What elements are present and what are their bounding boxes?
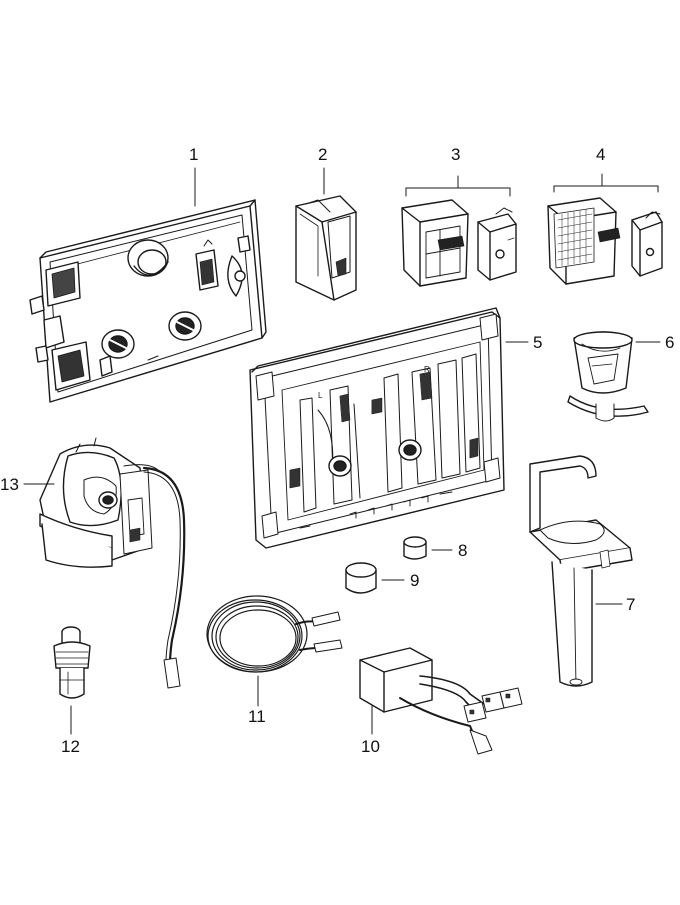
part-5-frame: L R <box>249 307 505 549</box>
label-part-13: 13 <box>0 475 19 494</box>
label-part-7: 7 <box>626 595 636 614</box>
frame-right-mark: R <box>424 365 430 374</box>
part-6-cup <box>567 331 649 422</box>
part-2-box <box>295 195 357 301</box>
label-part-2: 2 <box>318 145 328 164</box>
part-10-transformer <box>359 647 523 755</box>
part-7-holder <box>529 455 633 687</box>
label-part-10: 10 <box>361 737 380 756</box>
label-part-6: 6 <box>665 333 675 352</box>
label-part-11: 11 <box>248 707 266 726</box>
part-4-covers-mesh <box>547 173 663 285</box>
part-8-cap <box>403 536 427 560</box>
label-part-12: 12 <box>61 737 80 756</box>
label-part-1: 1 <box>189 145 199 164</box>
part-9-cap <box>345 562 377 594</box>
part-13-valve-unit <box>39 437 186 689</box>
part-3-covers <box>401 175 517 287</box>
label-part-4: 4 <box>596 145 606 164</box>
label-part-9: 9 <box>410 571 420 590</box>
label-part-5: 5 <box>533 333 543 352</box>
label-part-3: 3 <box>451 145 461 164</box>
label-part-8: 8 <box>458 541 468 560</box>
part-11-cable-coil <box>206 595 343 673</box>
frame-left-mark: L <box>318 391 323 400</box>
part-12-valve-insert <box>53 626 91 699</box>
part-1-mounting-frame <box>29 199 267 403</box>
leader-lines <box>23 167 661 735</box>
